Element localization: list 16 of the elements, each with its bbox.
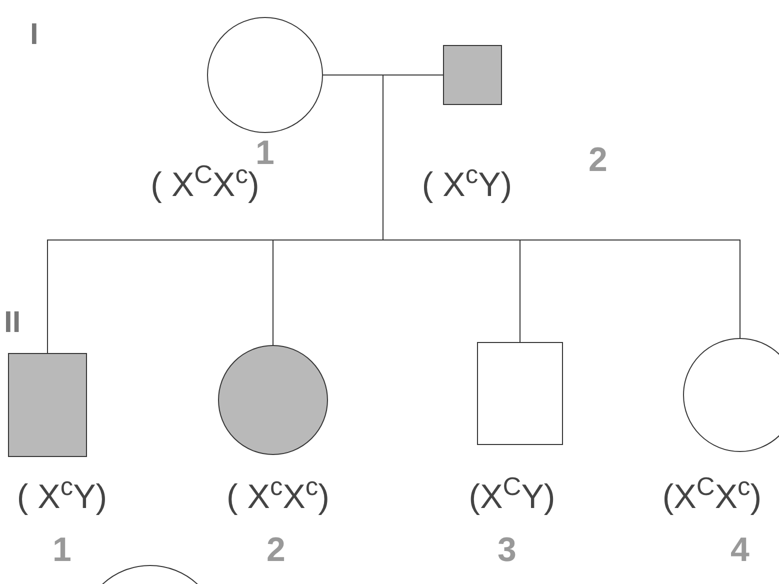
genotype-label: ( X$^{c}$X$^{c}$) xyxy=(226,472,330,518)
individual-number: 3 xyxy=(498,530,516,571)
genotype-label: (X$^{C}$Y) xyxy=(468,472,556,518)
genotype-label: ( X$^{c}$Y) xyxy=(16,472,108,518)
individual-number: 1 xyxy=(256,133,274,172)
genotype-label: ( X$^{c}$Y) xyxy=(422,160,512,206)
individual-number: 2 xyxy=(266,530,286,571)
male-square xyxy=(443,45,502,105)
male-square xyxy=(477,342,563,445)
individual-number: 1 xyxy=(52,530,72,571)
individual-number: 4 xyxy=(730,530,750,571)
genotype-label: (X$^{C}$X$^{c}$) xyxy=(662,472,762,518)
individual-number: 2 xyxy=(588,140,608,181)
male-square xyxy=(8,353,87,457)
generation-label: I xyxy=(30,17,38,53)
generation-label: II xyxy=(4,305,21,341)
